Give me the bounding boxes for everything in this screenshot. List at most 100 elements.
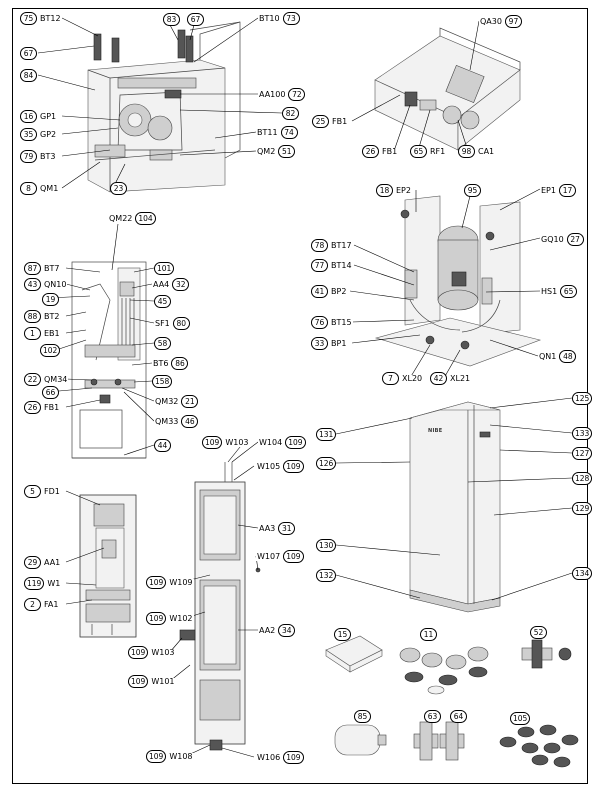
callout-number: 109	[128, 646, 149, 659]
callout-code: EP1	[540, 185, 557, 195]
callout-97-qa30: QA30 97	[479, 15, 522, 28]
callout-63: 63	[424, 710, 441, 723]
callout-8-qm1: 8 QM1	[20, 182, 60, 195]
callout-number: 109	[202, 436, 223, 449]
callout-number: 78	[311, 239, 328, 252]
callout-code: RF1	[429, 146, 447, 156]
callout-code: BT10	[258, 13, 281, 23]
callout-32-aa4: AA4 32	[152, 278, 190, 291]
callout-number: 51	[278, 145, 296, 158]
callout-number: 88	[24, 310, 41, 323]
callout-158: 158	[152, 375, 173, 388]
callout-84: 84	[20, 69, 37, 82]
callout-number: 72	[288, 88, 306, 101]
callout-87-bt7: 87 BT7	[24, 262, 61, 275]
callout-code: BP1	[330, 338, 348, 348]
accessories-drawing	[325, 635, 579, 768]
callout-5-fd1: 5 FD1	[24, 485, 61, 498]
callout-code: W109	[168, 577, 194, 587]
callout-21-qm32: QM32 21	[154, 395, 199, 408]
cooling-module-drawing	[374, 195, 542, 367]
callout-number: 109	[146, 612, 167, 625]
callout-35-gp2: 35 GP2	[20, 128, 58, 141]
callout-number: 77	[311, 259, 328, 272]
callout-number: 67	[20, 47, 37, 60]
callout-code: BT7	[43, 263, 61, 273]
callout-109-w103-lower: 109 W103	[128, 646, 176, 659]
callout-102: 102	[40, 344, 61, 357]
callout-75-bt12: 75 BT12	[20, 12, 62, 25]
callout-42-xl21: 42 XL21	[430, 372, 472, 385]
front-view-drawing	[71, 261, 147, 459]
callout-29-aa1: 29 AA1	[24, 556, 62, 569]
callout-58: 58	[154, 337, 171, 350]
callout-code: W102	[168, 613, 194, 623]
callout-26-fb1-front: 26 FB1	[24, 401, 61, 414]
callout-code: BT15	[330, 317, 353, 327]
callout-105: 105	[510, 712, 531, 725]
callout-79-bt3: 79 BT3	[20, 150, 57, 163]
callout-number: 104	[135, 212, 156, 225]
callout-22-qm34: 22 QM34	[24, 373, 69, 386]
callout-code: EB1	[43, 328, 61, 338]
brand-logo: NIBE	[428, 428, 443, 434]
callout-43-qn10: 43 QN10	[24, 278, 68, 291]
callout-code: GP1	[39, 111, 58, 121]
callout-number: 65	[410, 145, 427, 158]
callout-number: 42	[430, 372, 447, 385]
control-panel-drawing	[179, 462, 261, 751]
callout-66: 66	[42, 386, 59, 399]
callout-67b: 67	[187, 13, 204, 26]
callout-101: 101	[154, 262, 175, 275]
callout-number: 98	[458, 145, 475, 158]
callout-code: AA100	[258, 89, 287, 99]
callout-33-bp1: 33 BP1	[311, 337, 348, 350]
callout-73-bt10: BT10 73	[258, 12, 300, 25]
callout-number: 75	[20, 12, 37, 25]
callout-125: 125	[572, 392, 593, 405]
callout-code: QM22	[108, 213, 134, 223]
callout-86-bt6: BT6 86	[152, 357, 189, 370]
callout-code: GQ10	[540, 234, 565, 244]
callout-number: 34	[278, 624, 296, 637]
callout-74-bt11: BT11 74	[256, 126, 298, 139]
callout-number: 97	[504, 15, 522, 28]
callout-code: FD1	[43, 486, 61, 496]
callout-23: 23	[110, 182, 127, 195]
callout-109-w107: W107 109	[256, 550, 304, 563]
callout-109-w106: W106 109	[256, 751, 304, 764]
callout-code: EP2	[395, 185, 412, 195]
callout-1-eb1: 1 EB1	[24, 327, 61, 340]
callout-number: 17	[558, 184, 576, 197]
callout-number: 109	[283, 550, 304, 563]
callout-95: 95	[464, 184, 481, 197]
callout-code: BP2	[330, 286, 348, 296]
callout-109-w103-top: 109 W103	[202, 436, 250, 449]
callout-number: 74	[280, 126, 298, 139]
callout-number: 48	[559, 350, 577, 363]
callout-number: 76	[311, 316, 328, 329]
callout-number: 80	[172, 317, 190, 330]
callout-number: 25	[312, 115, 329, 128]
callout-88-bt2: 88 BT2	[24, 310, 61, 323]
callout-number: 43	[24, 278, 41, 291]
callout-number: 8	[20, 182, 37, 195]
callout-2-fa1: 2 FA1	[24, 598, 60, 611]
callout-65-hs1: HS1 65	[540, 285, 578, 298]
callout-109-w108: 109 W108	[146, 750, 194, 763]
callout-number: 26	[24, 401, 41, 414]
callout-code: FB1	[43, 402, 61, 412]
callout-46-qm33: QM33 46	[154, 415, 199, 428]
callout-11: 11	[420, 628, 437, 641]
control-box-drawing	[374, 27, 521, 151]
callout-126: 126	[316, 457, 337, 470]
callout-code: BT11	[256, 127, 279, 137]
callout-number: 2	[24, 598, 41, 611]
callout-80-sf1: SF1 80	[154, 317, 190, 330]
callout-67: 67	[20, 47, 37, 60]
hydraulic-module-drawing	[87, 21, 241, 193]
callout-code: W106	[256, 752, 282, 762]
callout-number: 29	[24, 556, 41, 569]
callout-130: 130	[316, 539, 337, 552]
